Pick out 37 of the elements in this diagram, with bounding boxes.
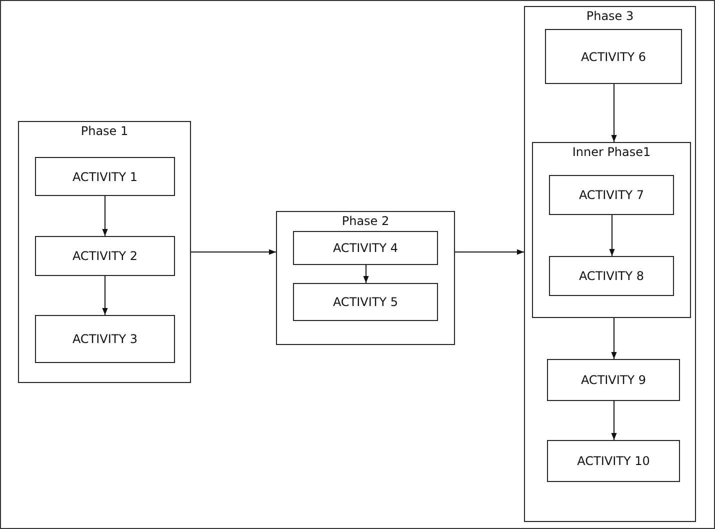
activity-label: ACTIVITY 7 bbox=[578, 188, 644, 202]
activity-label: ACTIVITY 5 bbox=[332, 295, 398, 309]
activity-label: ACTIVITY 4 bbox=[332, 241, 398, 255]
activity-box bbox=[293, 231, 438, 265]
arrow bbox=[102, 276, 108, 316]
activity-box bbox=[35, 236, 175, 276]
phase-title: Phase 1 bbox=[80, 124, 130, 139]
phase-container bbox=[18, 121, 191, 383]
activity-box bbox=[35, 315, 175, 363]
arrow bbox=[611, 400, 617, 440]
arrow bbox=[190, 249, 276, 255]
arrow bbox=[102, 196, 108, 236]
arrow bbox=[609, 214, 615, 256]
phase-container bbox=[532, 142, 691, 318]
activity-box bbox=[293, 283, 438, 321]
activity-box bbox=[545, 29, 682, 84]
activity-label: ACTIVITY 9 bbox=[580, 373, 646, 387]
activity-label: ACTIVITY 10 bbox=[577, 454, 650, 468]
activity-box bbox=[547, 359, 680, 401]
arrow bbox=[611, 318, 617, 360]
activity-label: ACTIVITY 1 bbox=[72, 170, 138, 184]
phase-container bbox=[276, 211, 455, 345]
phase-title: Inner Phase1 bbox=[571, 145, 652, 160]
activity-label: ACTIVITY 6 bbox=[580, 50, 646, 64]
activity-label: ACTIVITY 3 bbox=[72, 332, 138, 346]
phase-container bbox=[524, 6, 696, 522]
arrow bbox=[363, 264, 369, 284]
arrow bbox=[454, 249, 524, 255]
phase-title: Phase 2 bbox=[340, 214, 390, 229]
arrow bbox=[611, 84, 617, 142]
activity-box bbox=[547, 440, 680, 482]
phase-title: Phase 3 bbox=[585, 9, 635, 24]
activity-box bbox=[35, 157, 175, 196]
activity-box bbox=[549, 175, 674, 215]
activity-label: ACTIVITY 8 bbox=[578, 269, 644, 283]
activity-label: ACTIVITY 2 bbox=[72, 249, 138, 263]
activity-box bbox=[549, 256, 674, 296]
